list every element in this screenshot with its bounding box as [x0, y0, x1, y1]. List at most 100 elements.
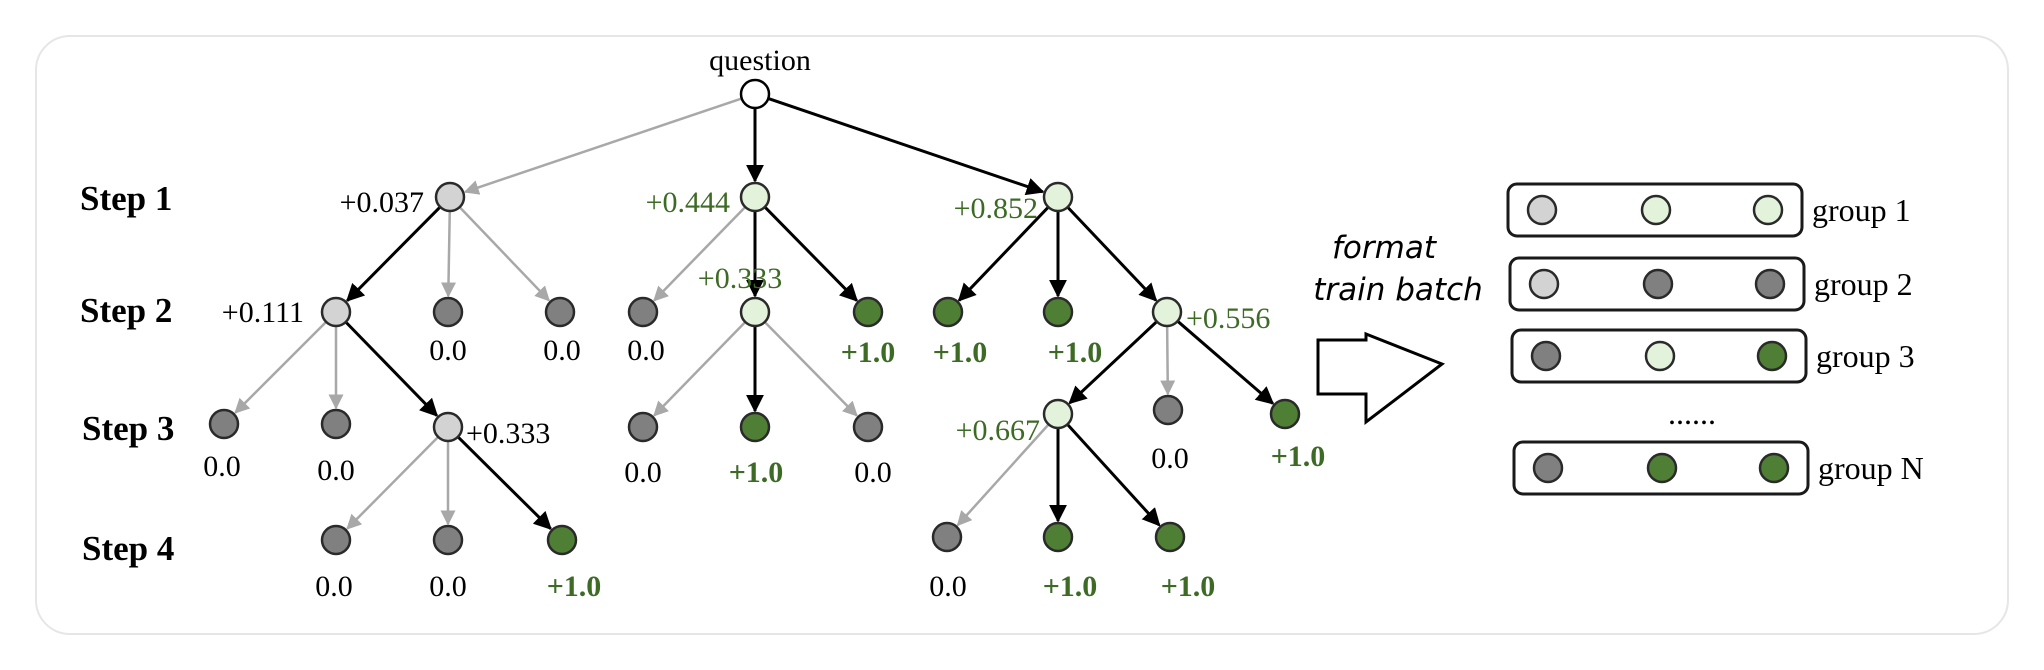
edge-c3-c3z [1177, 320, 1275, 405]
tree-node-a1y [320, 408, 352, 440]
group-list: group 1 group 2 group 3 group N [1506, 182, 1924, 496]
tree-node-value-b2z: 0.0 [854, 456, 892, 489]
tree-node-value-b2: +0.333 [698, 262, 782, 295]
tree-node-root [739, 78, 771, 110]
tree-node-value-a1x: 0.0 [203, 450, 241, 483]
tree-node-c [1042, 181, 1074, 213]
group-dot-g1-3 [1752, 194, 1784, 226]
tree-node-a1zx [320, 524, 352, 556]
edge-a-a1 [345, 206, 441, 302]
tree-edges [234, 97, 1275, 531]
format-label: format [1332, 230, 1438, 266]
group-dot-g3-2 [1644, 340, 1676, 372]
tree-node-c3 [1151, 296, 1183, 328]
tree-node-value-c3y: 0.0 [1151, 442, 1189, 475]
tree-node-label-root: question [709, 44, 811, 77]
group-dot-g2-1 [1528, 268, 1560, 300]
edge-b2-b2z [764, 321, 858, 417]
tree-node-value-a2: 0.0 [429, 334, 467, 367]
edge-c3-c3x [1068, 321, 1158, 405]
edge-root-a [463, 97, 742, 195]
edge-root-c [768, 97, 1045, 196]
tree-node-a [434, 181, 466, 213]
tree-node-value-b2y: +1.0 [729, 456, 784, 489]
group-dot-g3-1 [1530, 340, 1562, 372]
edge-b2-b2x [653, 321, 746, 417]
group-dot-g3-3 [1756, 340, 1788, 372]
tree-node-a1 [320, 296, 352, 328]
edge-a-a3 [459, 206, 550, 302]
tree-node-c3x [1042, 398, 1074, 430]
tree-node-a1zz [546, 524, 578, 556]
tree-node-value-c3xz: +1.0 [1161, 570, 1216, 603]
right-arrow-icon [1316, 331, 1446, 426]
tree-node-value-b3: +1.0 [841, 336, 896, 369]
group-dot-gN-2 [1646, 452, 1678, 484]
tree-node-a1zy [432, 524, 464, 556]
tree-node-value-c1: +1.0 [933, 336, 988, 369]
tree-node-value-c3xx: 0.0 [929, 570, 967, 603]
group-dot-g1-1 [1526, 194, 1558, 226]
edge-c3-c3y [1160, 326, 1176, 396]
group-dot-gN-3 [1758, 452, 1790, 484]
step-3-label: Step 3 [82, 409, 174, 448]
step-1-label: Step 1 [80, 179, 172, 218]
tree-node-value-c2: +1.0 [1048, 336, 1103, 369]
edge-b-b1 [653, 206, 746, 302]
tree-node-a2 [432, 296, 464, 328]
tree-node-a1x [208, 408, 240, 440]
tree-node-value-c: +0.852 [954, 192, 1038, 225]
group-dot-g2-2 [1642, 268, 1674, 300]
group-label-g3: group 3 [1816, 338, 1915, 374]
tree-node-c3xy [1042, 521, 1074, 553]
edge-a1-a1x [234, 321, 327, 414]
group-dot-g1-2 [1640, 194, 1672, 226]
step-4-label: Step 4 [82, 529, 174, 568]
tree-node-c3xz [1154, 521, 1186, 553]
tree-node-c3z [1269, 398, 1301, 430]
tree-node-value-a1y: 0.0 [317, 454, 355, 487]
tree-node-value-a3: 0.0 [543, 334, 581, 367]
tree-node-b2x [627, 411, 659, 443]
edge-a1z-a1zx [346, 436, 439, 530]
tree-node-b1 [627, 296, 659, 328]
tree-node-b [739, 181, 771, 213]
tree-node-c1 [932, 296, 964, 328]
edge-c3x-c3xx [956, 424, 1049, 527]
edge-c-c1 [957, 206, 1049, 302]
tree-node-c3xx [931, 521, 963, 553]
group-ellipsis: ...... [1668, 395, 1716, 431]
tree-node-value-a: +0.037 [340, 186, 424, 219]
edge-c3x-c3xz [1066, 424, 1161, 527]
tree-node-b2z [852, 411, 884, 443]
group-label-gN: group N [1818, 450, 1924, 486]
edge-a1-a1z [345, 321, 439, 417]
edge-b-b3 [764, 206, 859, 302]
tree-node-value-a1zz: +1.0 [547, 570, 602, 603]
tree-node-value-c3xy: +1.0 [1043, 570, 1098, 603]
tree-node-value-c3: +0.556 [1186, 302, 1270, 335]
tree-node-a3 [544, 296, 576, 328]
group-dot-gN-1 [1532, 452, 1564, 484]
tree-node-b3 [852, 296, 884, 328]
tree-node-value-c3x: +0.667 [956, 414, 1040, 447]
tree-node-c3y [1152, 394, 1184, 426]
tree-node-value-a1zy: 0.0 [429, 570, 467, 603]
tree-node-value-b1: 0.0 [627, 334, 665, 367]
tree-node-value-b2x: 0.0 [624, 456, 662, 489]
edge-a1z-a1zz [457, 436, 552, 531]
group-label-g2: group 2 [1814, 266, 1913, 302]
group-label-g1: group 1 [1812, 192, 1911, 228]
edge-a-a2 [441, 211, 457, 298]
tree-node-b2 [739, 296, 771, 328]
tree-node-value-c3z: +1.0 [1271, 440, 1326, 473]
tree-node-b2y [739, 411, 771, 443]
tree-node-c2 [1042, 296, 1074, 328]
tree-node-value-a1zx: 0.0 [315, 570, 353, 603]
tree-nodes [208, 78, 1301, 556]
train-batch-label: train batch [1313, 272, 1483, 308]
tree-node-value-b: +0.444 [646, 186, 730, 219]
tree-node-a1z [432, 411, 464, 443]
